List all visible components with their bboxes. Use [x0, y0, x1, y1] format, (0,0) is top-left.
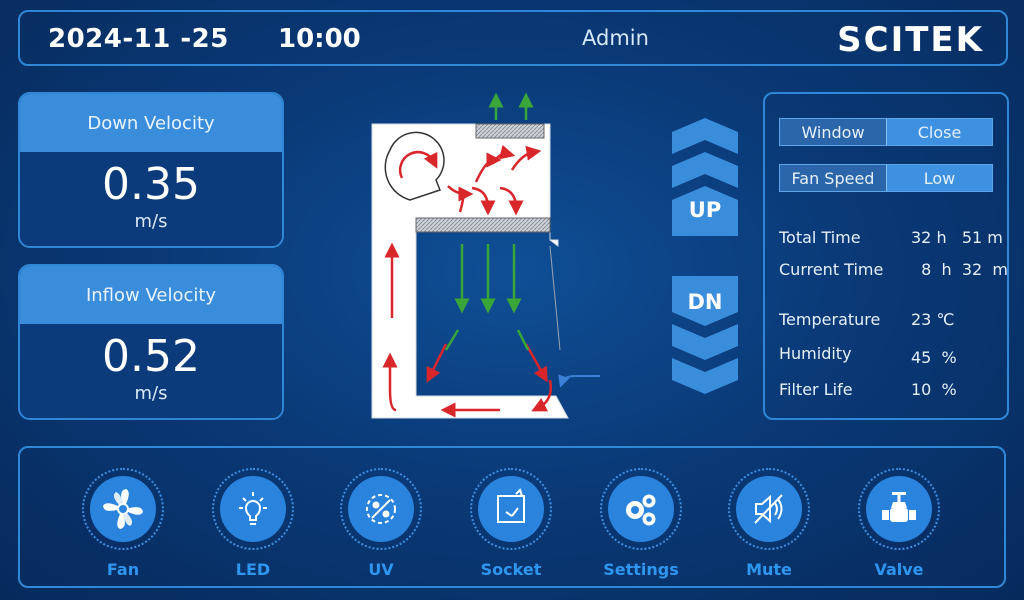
uv-button[interactable]: UV [326, 468, 436, 584]
scitek-logo: SCITEK [837, 20, 984, 56]
current-time-row: Current Time 8 h 32 m [779, 260, 1008, 279]
dn-label[interactable]: DN [687, 290, 723, 314]
fan-speed-value: Low [887, 165, 992, 191]
current-time-value: 8 h 32 m [911, 260, 1008, 279]
fan-label: Fan [106, 560, 140, 579]
filter-life-row: Filter Life 10 % [779, 380, 957, 399]
temperature-value: 23 ℃ [911, 310, 955, 329]
valve-icon [882, 492, 916, 522]
function-bar: Fan LED [18, 446, 1006, 588]
window-status[interactable]: Window Close [779, 118, 993, 146]
fan-icon [103, 489, 143, 529]
settings-label: Settings [603, 560, 679, 579]
down-button[interactable] [672, 276, 738, 394]
settings-button[interactable]: Settings [586, 468, 696, 584]
time-display: 10:00 [278, 24, 361, 54]
valve-button[interactable]: Valve [844, 468, 954, 584]
up-label[interactable]: UP [688, 198, 722, 222]
socket-label: Socket [480, 560, 542, 579]
airflow-diagram [371, 92, 600, 419]
down-velocity-unit: m/s [134, 211, 168, 232]
fan-speed-status[interactable]: Fan Speed Low [779, 164, 993, 192]
mute-button[interactable]: Mute [714, 468, 824, 584]
down-velocity-value: 0.35 [102, 159, 200, 210]
date-display: 2024-11 -25 [48, 24, 229, 54]
up-button[interactable] [672, 118, 738, 236]
window-label: Window [780, 119, 887, 145]
valve-label: Valve [874, 560, 924, 579]
total-time-label: Total Time [779, 228, 861, 247]
status-panel: Window Close Fan Speed Low Total Time 32… [763, 92, 1009, 420]
down-velocity-card: Down Velocity 0.35 m/s [18, 92, 284, 248]
temperature-label: Temperature [779, 310, 881, 329]
inflow-velocity-label: Inflow Velocity [20, 266, 282, 324]
led-label: LED [235, 560, 271, 579]
main-filter [415, 217, 551, 233]
temperature-row: Temperature 23 ℃ [779, 310, 954, 329]
window-value: Close [887, 119, 992, 145]
socket-icon [497, 488, 525, 523]
blower-housing [384, 131, 445, 201]
top-filter [475, 123, 545, 139]
filter-life-value: 10 % [911, 380, 957, 399]
uv-label: UV [368, 560, 394, 579]
humidity-label: Humidity [779, 344, 852, 363]
socket-button[interactable]: Socket [456, 468, 566, 584]
sash-control[interactable] [668, 116, 742, 396]
svg-text:SCITEK: SCITEK [837, 20, 984, 56]
filter-life-label: Filter Life [779, 380, 853, 399]
mute-label: Mute [746, 560, 792, 579]
fan-button[interactable]: Fan [68, 468, 178, 584]
total-time-row: Total Time 32 h 51 m [779, 228, 1003, 247]
down-velocity-label: Down Velocity [20, 94, 282, 152]
total-time-value: 32 h 51 m [911, 228, 1003, 247]
inflow-velocity-value: 0.52 [102, 331, 200, 382]
user-label[interactable]: Admin [582, 26, 649, 50]
mute-icon [754, 494, 783, 524]
inflow-velocity-card: Inflow Velocity 0.52 m/s [18, 264, 284, 420]
gears-icon [626, 494, 656, 526]
header-bar: 2024-11 -25 10:00 Admin SCITEK [18, 10, 1008, 66]
current-time-label: Current Time [779, 260, 884, 279]
uv-icon [366, 494, 396, 524]
fan-speed-label: Fan Speed [780, 165, 887, 191]
sash-glass [549, 245, 561, 351]
bulb-icon [239, 492, 267, 525]
humidity-row: Humidity 45 % [779, 344, 957, 367]
humidity-value: 45 % [911, 348, 957, 367]
led-button[interactable]: LED [198, 468, 308, 584]
inflow-velocity-unit: m/s [134, 383, 168, 404]
